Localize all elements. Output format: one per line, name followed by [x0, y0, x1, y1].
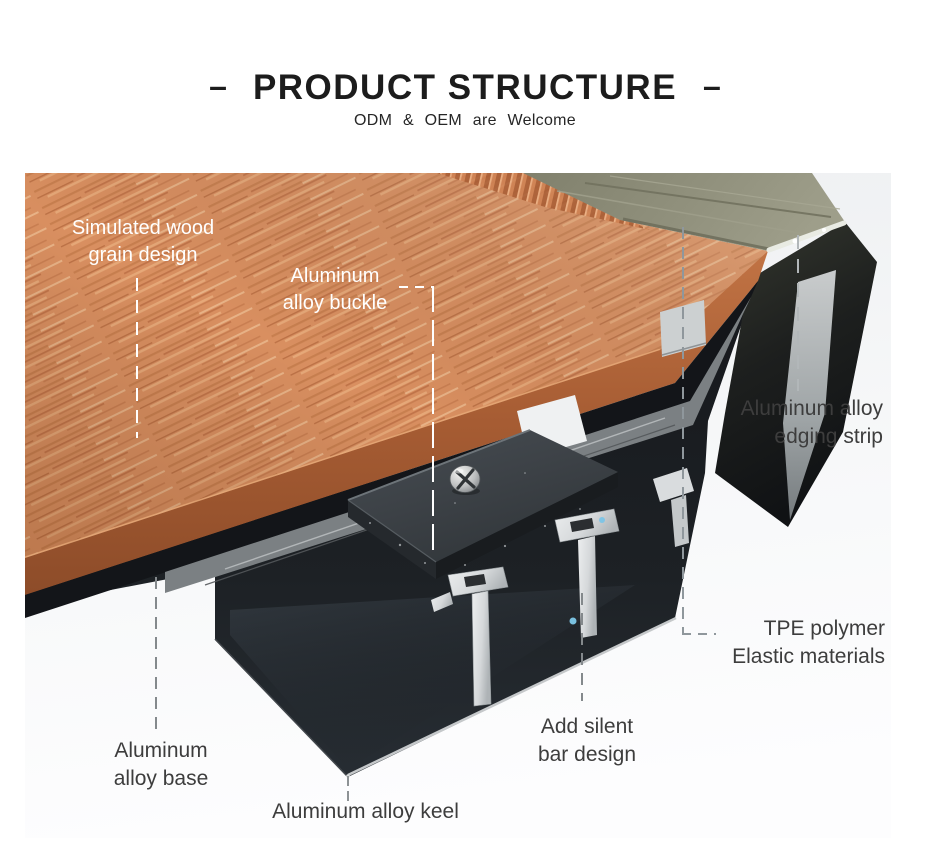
label-base: Aluminum alloy base	[61, 737, 261, 793]
strip-fold-highlight	[766, 220, 847, 253]
label-keel-text: Aluminum alloy keel	[272, 800, 459, 823]
wood-groove-texture	[437, 173, 650, 230]
label-silent-bar-line2: bar design	[537, 743, 637, 767]
leader-tpe-horizontal	[682, 633, 716, 635]
label-buckle: Aluminum alloy buckle	[245, 263, 425, 317]
screw-icon	[449, 465, 481, 495]
leader-silent-bar	[581, 593, 583, 701]
label-tpe: TPE polymer Elastic materials	[655, 615, 885, 671]
leader-wood-grain	[136, 278, 138, 438]
wood-board-bevel	[25, 251, 768, 595]
label-base-line1: Aluminum	[114, 739, 208, 762]
title-dash-right: –	[703, 68, 721, 105]
wood-board	[25, 173, 768, 595]
board-underside	[25, 281, 758, 618]
keel-faces	[214, 585, 677, 778]
label-keel: Aluminum alloy keel	[238, 798, 493, 826]
leader-keel	[347, 776, 349, 802]
label-edging-strip: Aluminum alloy edging strip	[663, 395, 883, 451]
silent-bar-glint	[569, 617, 577, 625]
product-photo-illustration	[25, 173, 891, 838]
label-wood-grain-line1: Simulated wood	[71, 217, 215, 239]
label-base-line2: alloy base	[113, 767, 209, 791]
product-structure-diagram: Simulated wood grain design Aluminum all…	[25, 173, 891, 838]
aluminum-buckle-plate	[347, 429, 618, 579]
label-buckle-line1: Aluminum	[290, 265, 380, 287]
label-wood-grain-line2: grain design	[88, 243, 198, 266]
edging-strip-outer-face	[715, 222, 877, 527]
keel-bottom-edge-highlight	[347, 616, 677, 777]
header: – PRODUCT STRUCTURE – ODM & OEM are Welc…	[0, 68, 930, 130]
label-wood-grain: Simulated wood grain design	[33, 215, 253, 269]
leader-edging-strip	[797, 235, 799, 391]
label-silent-bar: Add silent bar design	[487, 713, 687, 769]
label-tpe-line1: TPE polymer	[763, 617, 885, 640]
label-edging-line1: Aluminum alloy	[740, 397, 883, 420]
page-subtitle: ODM & OEM are Welcome	[353, 111, 577, 129]
page-title: PRODUCT STRUCTURE	[252, 68, 678, 107]
leader-base	[155, 577, 157, 737]
label-edging-line2: edging strip	[774, 425, 883, 449]
leader-tpe-vertical	[682, 227, 684, 634]
leader-buckle-vertical	[432, 286, 434, 558]
label-silent-bar-line1: Add silent	[540, 715, 634, 738]
tpe-glint	[599, 517, 605, 523]
label-buckle-line2: alloy buckle	[282, 291, 388, 314]
label-tpe-line2: Elastic materials	[732, 645, 885, 669]
title-row: – PRODUCT STRUCTURE –	[0, 68, 930, 107]
title-dash-left: –	[209, 68, 227, 105]
leader-buckle-horizontal	[399, 286, 434, 288]
plate-speckles	[369, 472, 581, 566]
edging-strip-top-face	[523, 173, 847, 253]
